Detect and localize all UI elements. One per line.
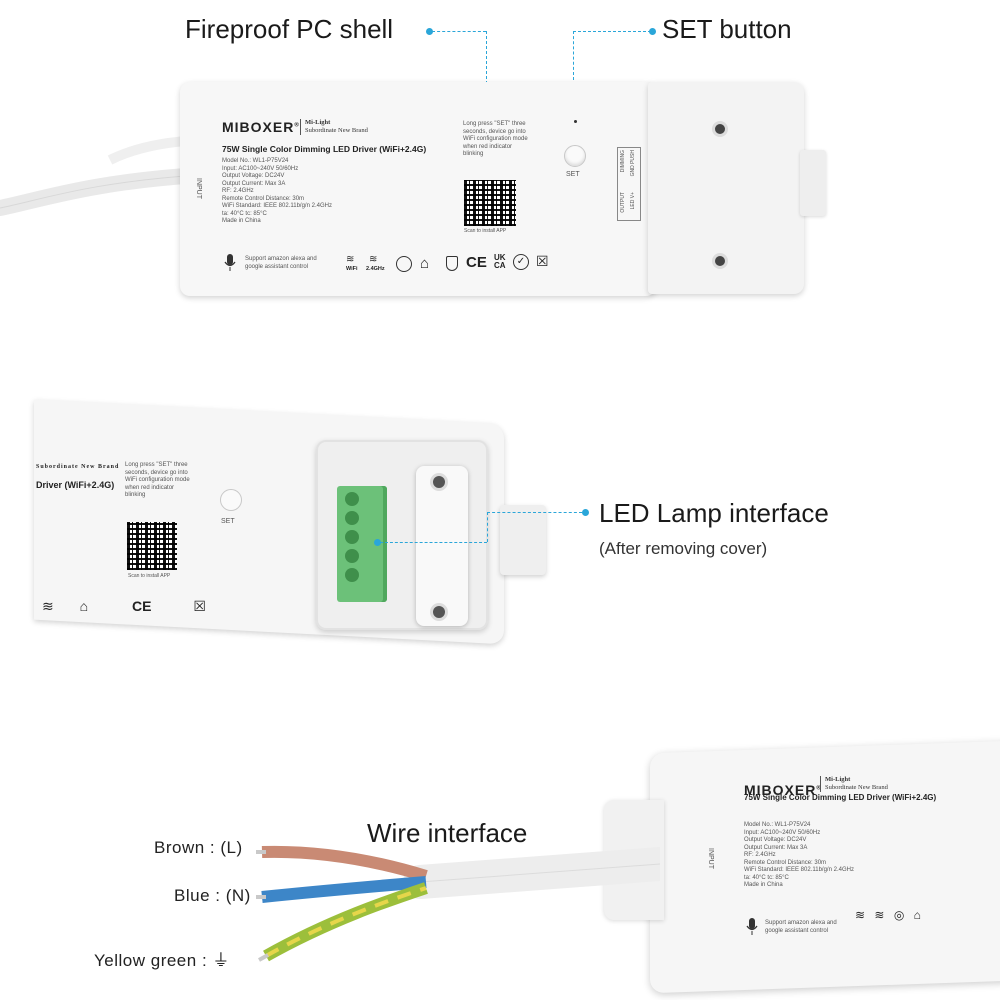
set-button-middle[interactable]	[220, 489, 242, 511]
set-instructions-middle: Long press "SET" three seconds, device g…	[125, 462, 190, 498]
cert-icons-row-bottom: ≋ ≋ ◎ ⌂	[855, 908, 921, 922]
settings-circle-icon: ◎	[893, 908, 905, 922]
input-label-bottom: INPUT	[707, 848, 714, 869]
qr-code-top	[464, 180, 516, 226]
driver-end-cap-top	[648, 82, 804, 294]
weee-bin-icon: ☒	[193, 598, 206, 614]
spec-line: Output Current: Max 3A	[222, 180, 286, 187]
shield-icon	[446, 256, 458, 271]
sub-brand-middle: Subordinate New Brand	[36, 464, 120, 470]
label-yellow-green-wire: Yellow green : ⏚	[94, 951, 230, 970]
product-title-bottom: 75W Single Color Dimming LED Driver (WiF…	[744, 793, 937, 802]
voice-support-text: Support amazon alexa and google assistan…	[245, 256, 317, 270]
callout-led-leader-3	[487, 512, 582, 513]
spec-line: Made in China	[222, 218, 261, 224]
input-label-top: INPUT	[195, 178, 202, 199]
input-cable-top	[0, 135, 200, 216]
clamp-screw-2	[433, 606, 445, 618]
set-button-top[interactable]	[564, 145, 586, 167]
wifi-icon: ≋	[855, 908, 866, 922]
callout-led-note: (After removing cover)	[599, 539, 768, 558]
spec-line: ta: 40°C tc: 85°C	[222, 210, 267, 217]
label-brown-wire: Brown : (L)	[154, 838, 243, 857]
driver-cap-tab	[800, 150, 826, 216]
product-title-top: 75W Single Color Dimming LED Driver (WiF…	[222, 144, 427, 154]
ghz-badge: 2.4GHz	[366, 266, 385, 272]
qr-code-middle	[127, 522, 177, 570]
wifi-icon: ≋	[42, 598, 54, 614]
ce-mark: CE	[466, 254, 487, 271]
callout-shell-leader-h	[432, 31, 486, 32]
product-title-middle: Driver (WiFi+2.4G)	[36, 480, 115, 490]
wifi-badge: WiFi	[346, 266, 358, 272]
home-icon: ⌂	[913, 908, 921, 922]
driver-body-top	[180, 82, 656, 296]
microphone-icon-bottom	[746, 918, 758, 936]
check-circle-icon: ✓	[513, 254, 529, 270]
spec-line: Output Voltage: DC24V	[222, 173, 285, 179]
callout-set-leader-v	[573, 31, 574, 121]
callout-shell: Fireproof PC shell	[185, 14, 394, 44]
brand-logo-top: MIBOXER®	[222, 119, 300, 135]
callout-led-dot	[582, 509, 589, 516]
ce-mark: CE	[131, 598, 152, 614]
callout-led-leader-1	[380, 542, 487, 543]
callout-set-leader-h	[573, 31, 651, 32]
brown-wire	[261, 845, 428, 882]
label-blue-wire: Blue : (N)	[174, 886, 251, 905]
cert-icons-row-middle: ≋ ⌂ CE ☒	[42, 598, 206, 615]
rf-icon: ≋	[874, 908, 885, 922]
output-terminal-label-top: DIMMING OUTPUT GND PUSH LED V+	[617, 147, 641, 221]
screw-top-1	[715, 124, 725, 134]
callout-led-leader-2	[487, 512, 488, 542]
strain-relief-clamp	[416, 466, 468, 626]
callout-wire-interface: Wire interface	[367, 818, 528, 848]
microphone-icon	[224, 254, 236, 272]
voice-support-text-bottom: Support amazon alexa and google assistan…	[765, 920, 837, 934]
callout-led-interface: LED Lamp interface	[599, 498, 829, 528]
rf-icon: ≋	[369, 254, 378, 265]
indicator-led-top	[574, 120, 577, 123]
home-icon: ⌂	[79, 598, 89, 614]
scan-label-middle: Scan to install APP	[128, 573, 171, 579]
spec-line: Input: AC100~240V 50/60Hz	[222, 165, 299, 172]
spec-line: Remote Control Distance: 30m	[222, 195, 305, 202]
callout-shell-dot	[426, 28, 433, 35]
clamp-screw-1	[433, 476, 445, 488]
wire-bundle	[256, 845, 660, 962]
spec-list-bottom: Model No.: WL1-P75V24 Input: AC100~240V …	[744, 822, 854, 888]
callout-shell-leader-v	[486, 31, 487, 119]
screw-top-2	[715, 256, 725, 266]
scan-label-top: Scan to install APP	[464, 228, 507, 234]
terminal-screws	[345, 492, 359, 582]
sub-brand-bottom: Mi-Light Subordinate New Brand	[820, 776, 888, 792]
settings-circle-icon	[396, 256, 412, 272]
callout-set-dot	[649, 28, 656, 35]
spec-list-top: Model No.: WL1-P75V24 Input: AC100~240V …	[222, 158, 332, 226]
wifi-icon: ≋	[346, 254, 355, 265]
set-label-top: SET	[566, 171, 580, 178]
spec-line: RF: 2.4GHz	[222, 188, 254, 194]
callout-set-button: SET button	[662, 14, 792, 44]
callout-led-start-dot	[374, 539, 381, 546]
spec-line: WiFi Standard: IEEE 802.11b/g/n 2.4GHz	[222, 203, 332, 209]
spec-line: Model No.: WL1-P75V24	[222, 158, 289, 164]
weee-bin-icon: ☒	[536, 253, 549, 269]
brand-logo-bottom: MIBOXER®	[744, 782, 822, 798]
housing-tab	[500, 505, 546, 575]
blue-wire	[261, 876, 427, 903]
sub-brand-top: Mi-Light Subordinate New Brand	[300, 119, 368, 135]
set-label-middle: SET	[221, 518, 235, 525]
set-instructions-top: Long press "SET" three seconds, device g…	[463, 121, 528, 157]
home-icon: ⌂	[420, 255, 430, 272]
